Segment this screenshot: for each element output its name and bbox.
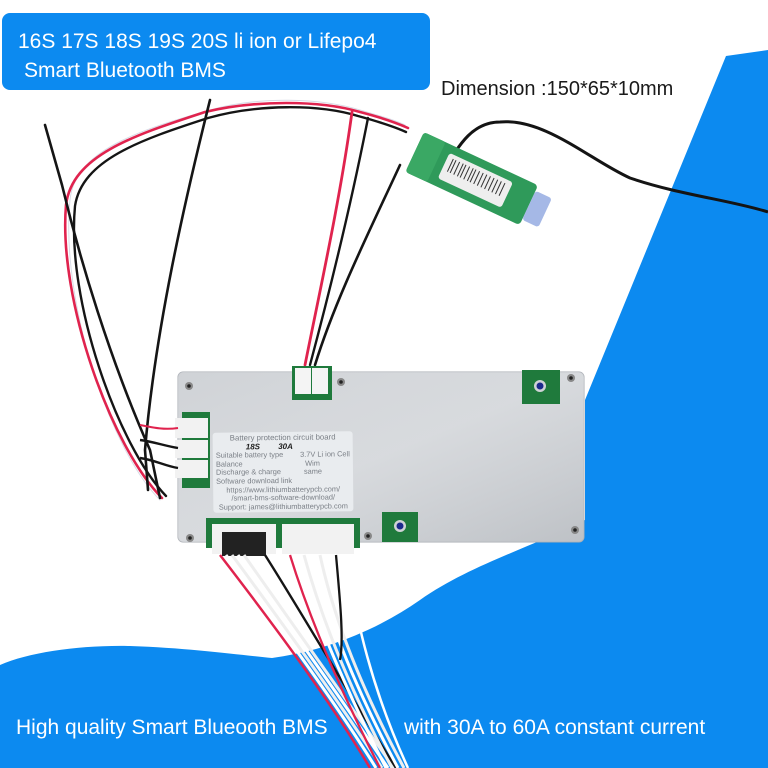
banner-line-1: 16S 17S 18S 19S 20S li ion or Lifepo4: [18, 30, 377, 53]
footer-caption-left: High quality Smart Blueooth BMS: [16, 716, 328, 739]
wire-harness-left: [139, 424, 179, 470]
banner-line-2: Smart Bluetooth BMS: [24, 59, 226, 82]
support-email: Support: james@lithiumbatterypcb.com: [218, 501, 348, 512]
bluetooth-module: [406, 133, 551, 227]
dimension-text: Dimension :150*65*10mm: [441, 78, 674, 100]
footer-caption-right: with 30A to 60A constant current: [404, 716, 706, 739]
title-banner: 16S 17S 18S 19S 20S li ion or Lifepo4 Sm…: [2, 13, 430, 90]
wire-harness-bottom: [219, 554, 410, 768]
blue-background-shape: [0, 50, 768, 768]
wire-harness-top: [43, 97, 410, 503]
board-label: Battery protection circuit board 18S 30A…: [212, 431, 354, 513]
discharge-value: same: [303, 466, 323, 477]
antenna-cable: [438, 120, 768, 214]
